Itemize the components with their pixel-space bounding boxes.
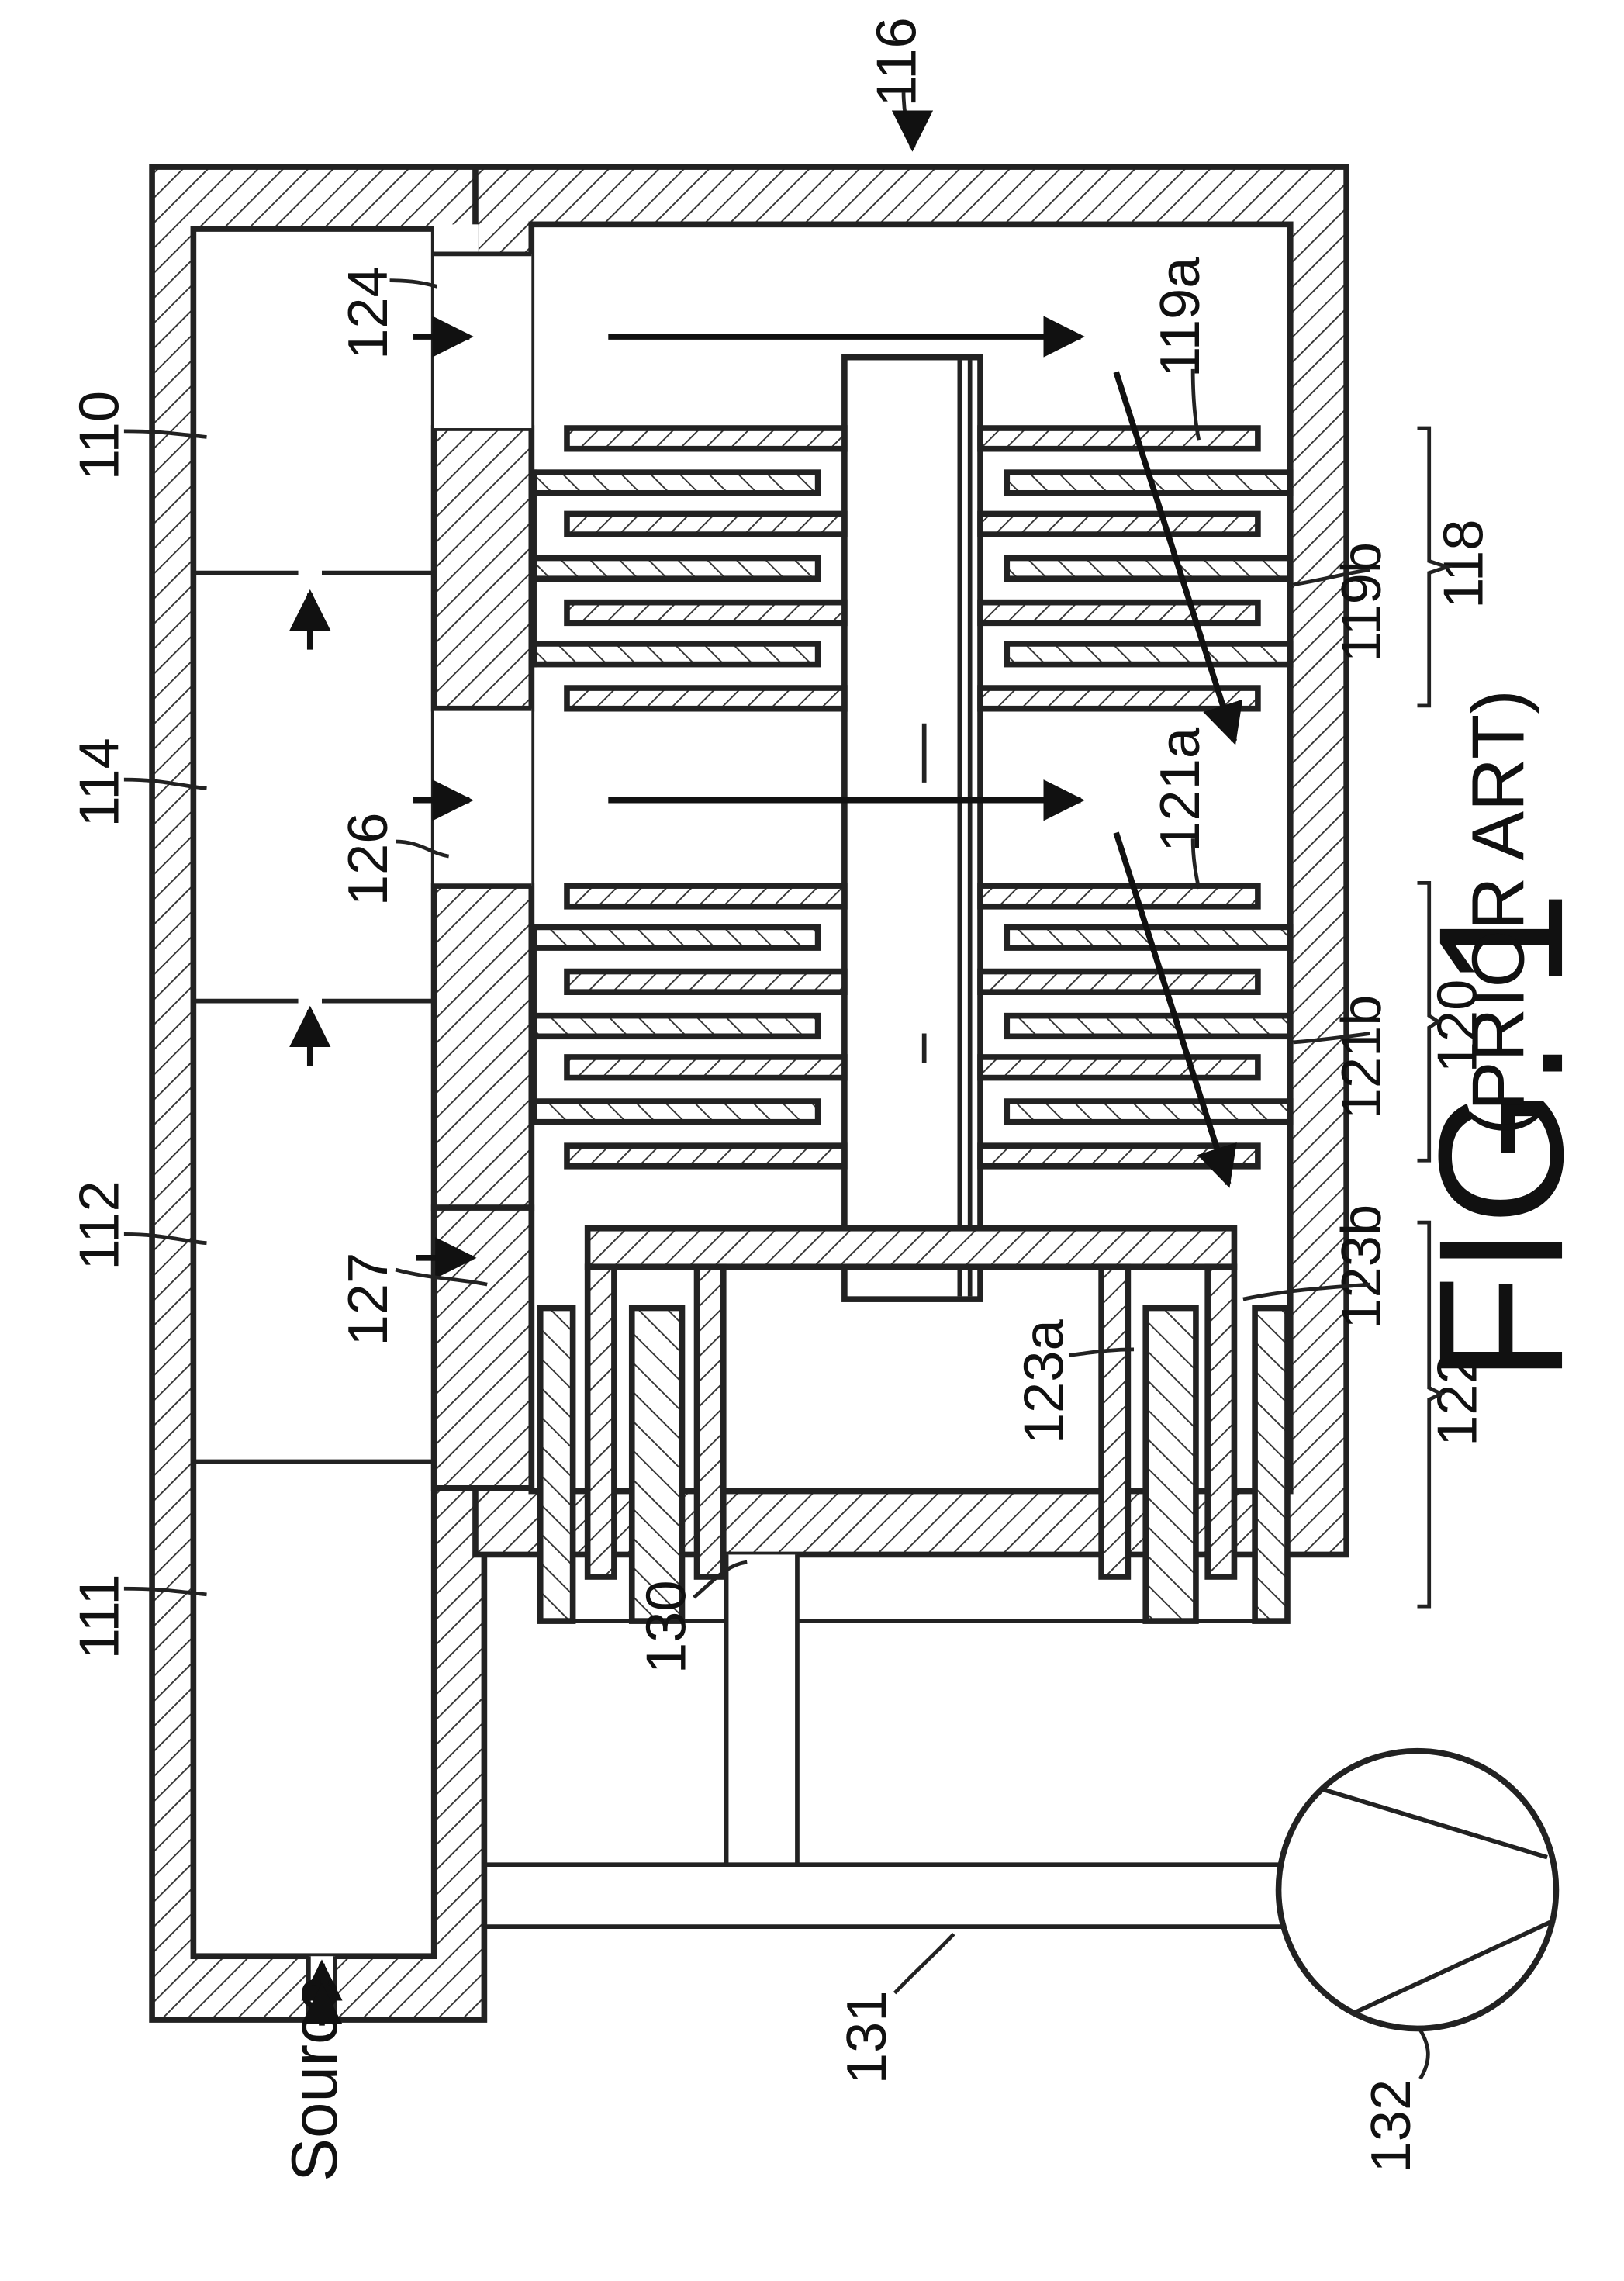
label-119a: 119a bbox=[1149, 257, 1211, 378]
label-121b: 121b bbox=[1331, 994, 1393, 1119]
label-source: Source bbox=[278, 1976, 351, 2182]
figure-caption: FIG. 1 (PRIOR ART) bbox=[1402, 689, 1600, 1383]
label-111: 111 bbox=[68, 1574, 130, 1659]
rotor-shaft bbox=[845, 358, 980, 1299]
label-127: 127 bbox=[337, 1253, 399, 1346]
label-112: 112 bbox=[68, 1180, 130, 1270]
label-110: 110 bbox=[68, 391, 130, 480]
label-131: 131 bbox=[836, 1991, 898, 2085]
label-119b: 119b bbox=[1331, 542, 1393, 663]
backing-pump-132 bbox=[1279, 1751, 1557, 2029]
label-132: 132 bbox=[1360, 2079, 1422, 2173]
label-130: 130 bbox=[635, 1580, 697, 1674]
figure-subtitle: (PRIOR ART) bbox=[1458, 689, 1540, 1135]
label-123b: 123b bbox=[1331, 1204, 1393, 1329]
label-126: 126 bbox=[337, 813, 399, 907]
label-121a: 121a bbox=[1149, 727, 1211, 852]
label-114: 114 bbox=[68, 738, 130, 827]
label-123a: 123a bbox=[1014, 1319, 1076, 1445]
label-116: 116 bbox=[866, 17, 928, 106]
